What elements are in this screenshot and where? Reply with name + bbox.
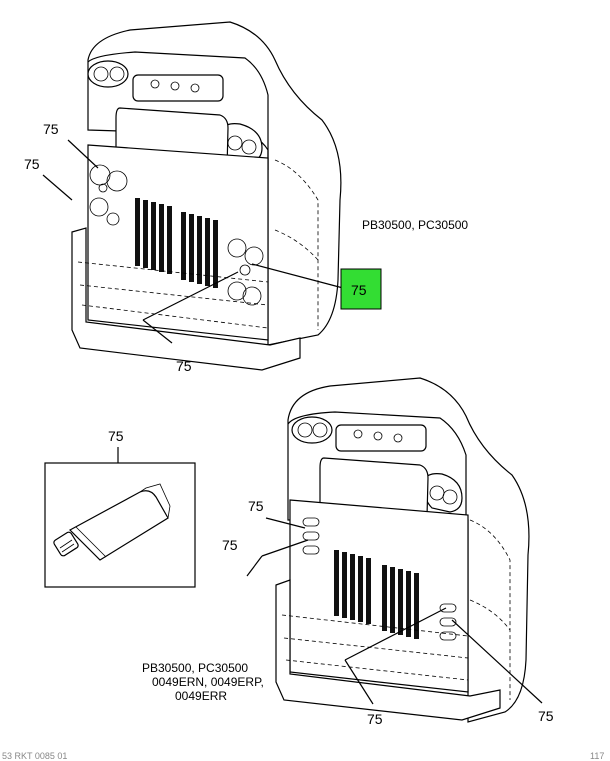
upper-model-label: PB30500, PC30500 — [362, 218, 468, 232]
adhesive-tube-icon — [53, 483, 171, 561]
tube-inset-callout: 75 — [108, 428, 124, 444]
upper-truck-assembly — [71, 21, 342, 371]
upper-callout-3: 75 — [176, 358, 192, 374]
lower-truck-assembly — [275, 377, 530, 723]
upper-base — [71, 227, 301, 371]
highlighted-callout-box[interactable]: 75 — [340, 268, 382, 310]
lower-model-label-line-2: 0049ERN, 0049ERP, — [152, 675, 264, 689]
tube-inset: 75 — [44, 428, 196, 588]
lower-headlight-left — [291, 416, 333, 444]
upper-headlight-left — [87, 60, 129, 88]
lower-model-label-line-3: 0049ERR — [175, 689, 227, 703]
lower-callout-2: 75 — [222, 537, 238, 553]
lower-grille-slots-left — [302, 517, 320, 555]
upper-leader-lines — [42, 139, 344, 344]
highlighted-callout-label[interactable]: 75 — [351, 282, 367, 298]
lower-grille-slots-right — [439, 603, 457, 641]
upper-gauges-left — [89, 164, 128, 226]
upper-gauges-right — [227, 238, 264, 306]
lower-base — [275, 579, 501, 721]
footer-code: 53 RKT 0085 01 — [2, 751, 67, 761]
upper-lower-panel — [87, 144, 269, 341]
lower-model-label: PB30500, PC30500 0049ERN, 0049ERP, 0049E… — [142, 661, 264, 703]
lower-vent-grill — [334, 550, 419, 639]
lower-callout-4: 75 — [538, 708, 554, 724]
lower-callout-1: 75 — [248, 498, 264, 514]
lower-leader-lines — [246, 517, 543, 705]
upper-callout-1: 75 — [43, 121, 59, 137]
lower-top-light-bar — [335, 424, 427, 452]
lower-callout-3: 75 — [367, 711, 383, 727]
upper-vent-grill — [135, 198, 218, 288]
upper-callout-2: 75 — [24, 156, 40, 172]
lower-model-label-line-1: PB30500, PC30500 — [142, 661, 248, 675]
tube-inset-frame — [44, 462, 196, 588]
footer-page-number: 117 — [590, 751, 604, 761]
upper-top-light-bar — [132, 74, 224, 102]
